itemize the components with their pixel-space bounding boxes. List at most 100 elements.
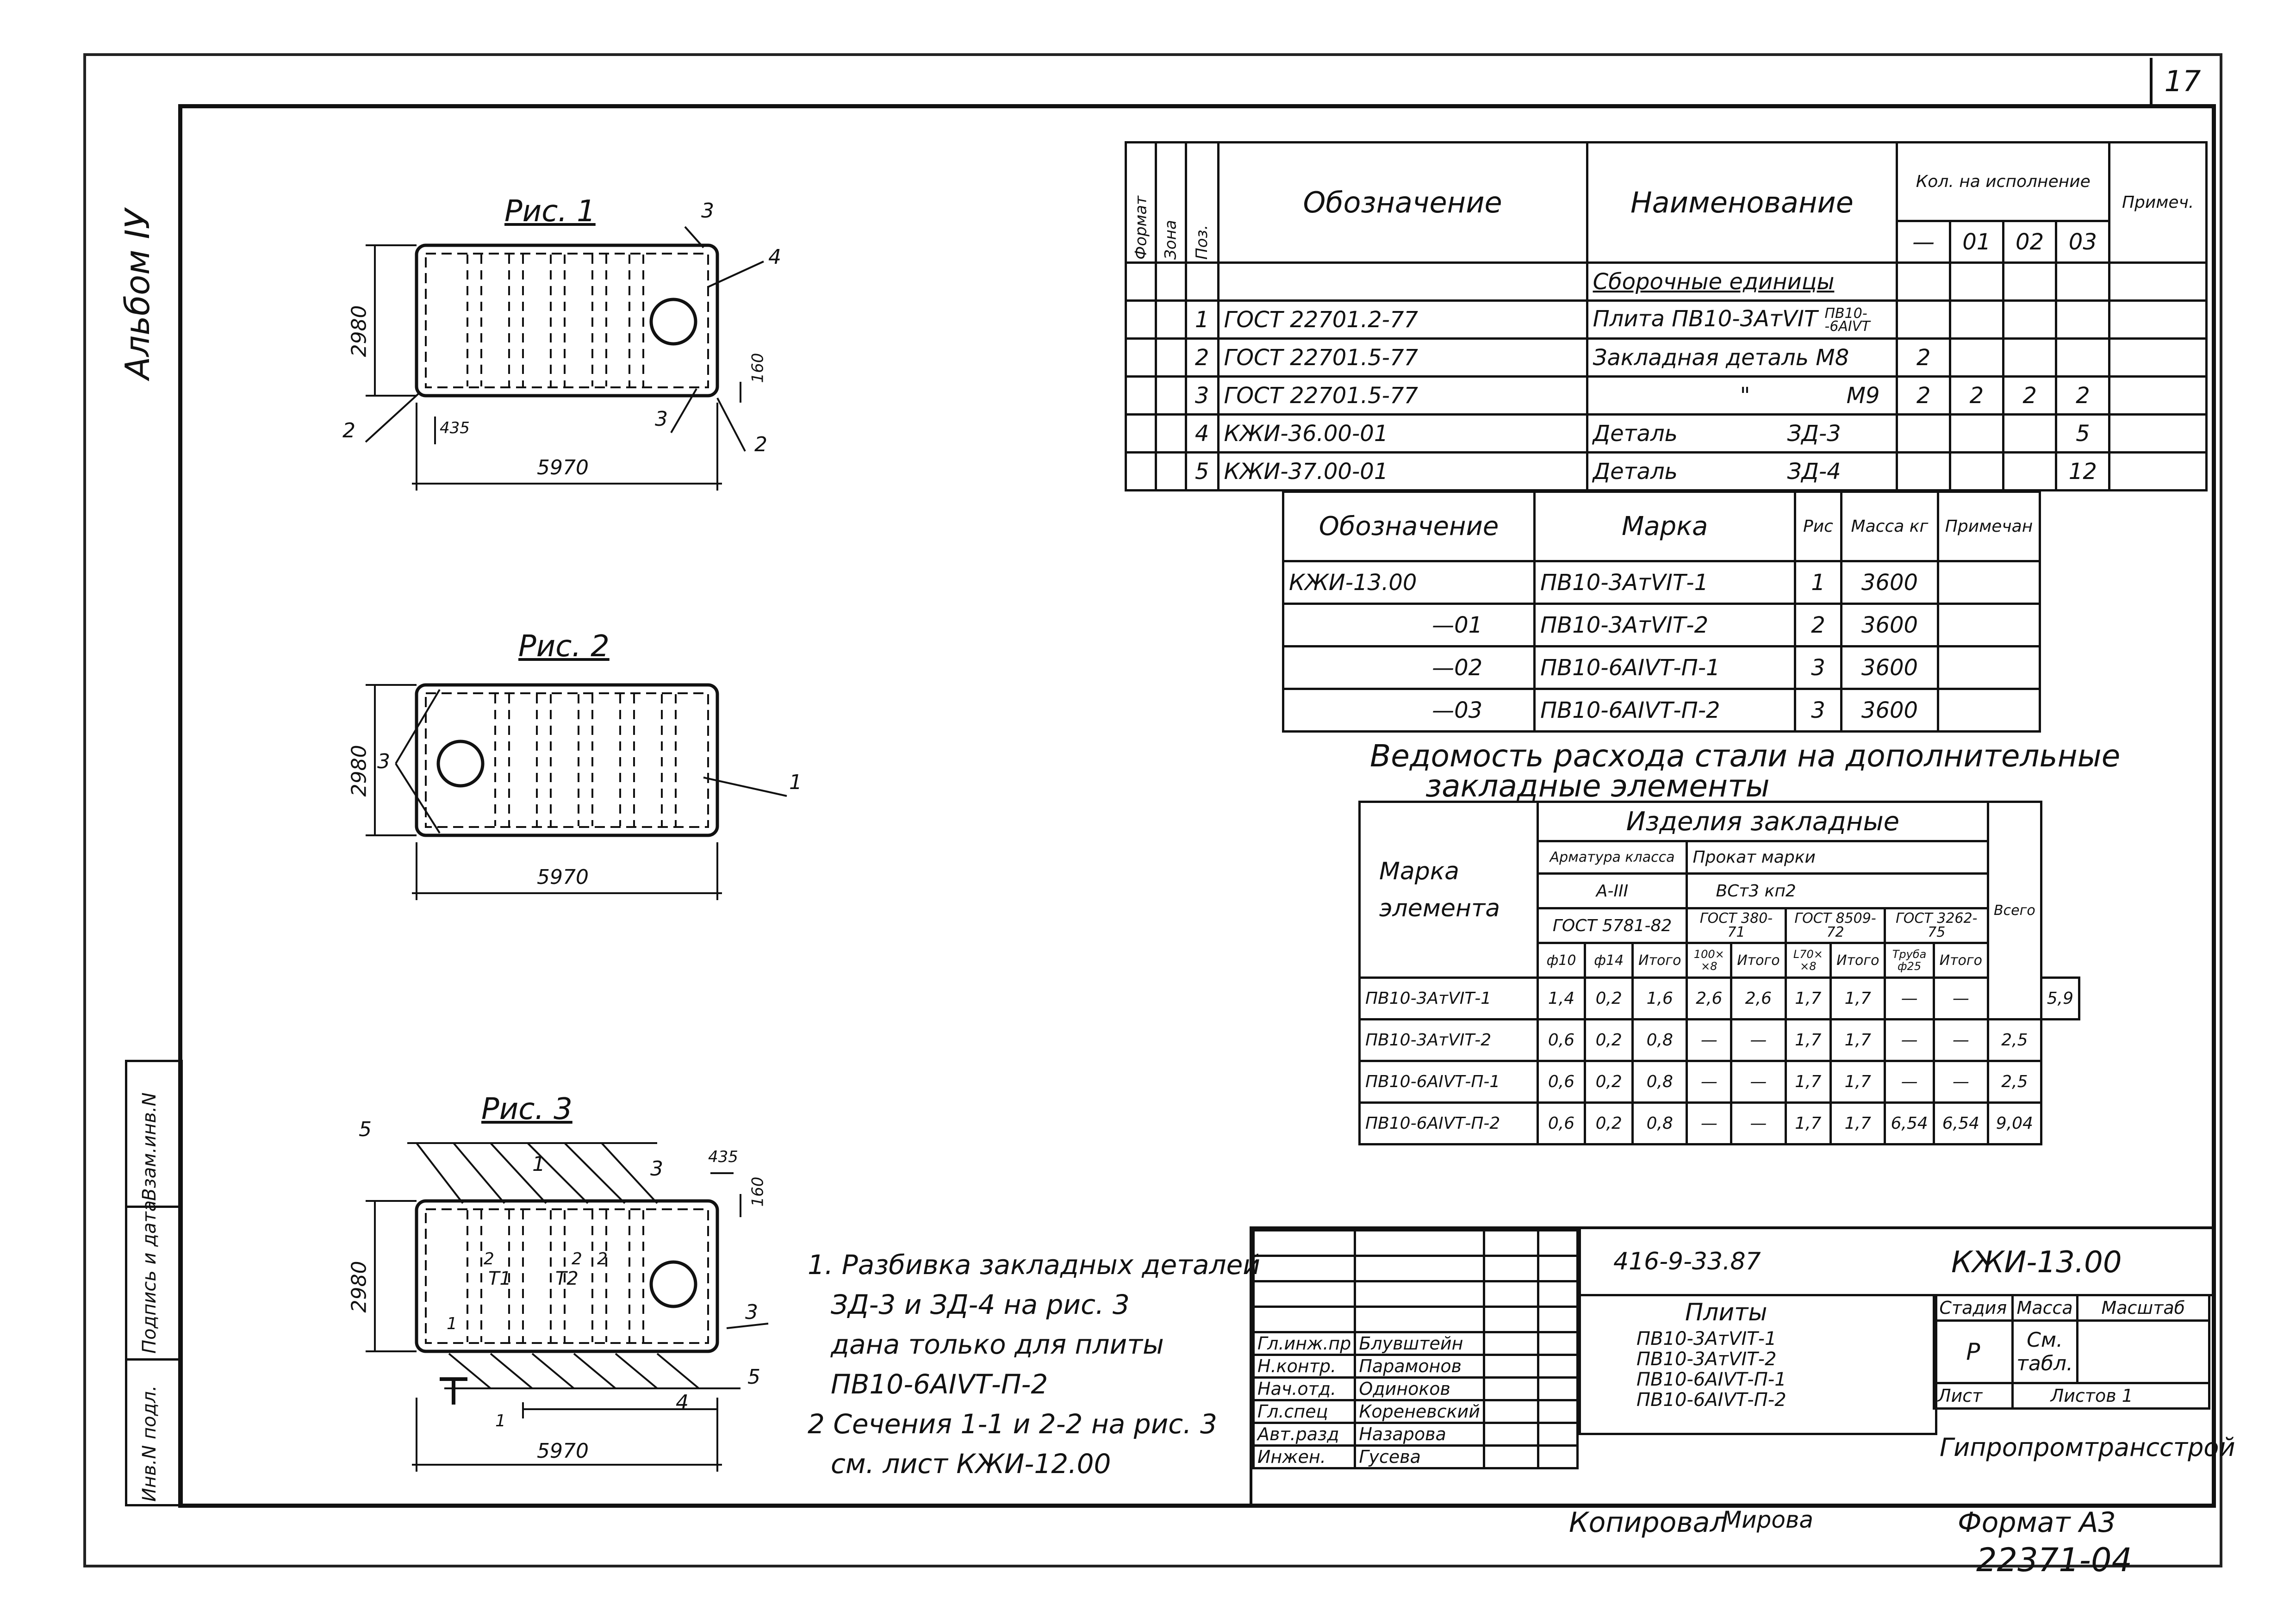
drawing-frame xyxy=(178,104,2216,1508)
fig1-dim-height-label: 2980 xyxy=(347,305,371,357)
notes: 1. Разбивка закладных деталей ЗД-3 и ЗД-… xyxy=(808,1249,1260,1480)
fig3-section-mark: 2 xyxy=(484,1250,494,1269)
sidebar-divider xyxy=(127,1206,178,1208)
fig1-edge-label: 160 xyxy=(748,353,767,383)
fig2-callout: 3 xyxy=(377,750,390,773)
outer-frame xyxy=(83,53,2222,1567)
fig1-callout: 3 xyxy=(701,199,714,223)
fig1-callout: 3 xyxy=(655,407,668,431)
fig3-t-mark: Т1 xyxy=(488,1268,511,1289)
spec-section-title: Сборочные единицы xyxy=(1586,261,1898,302)
doc-number: 22371-04 xyxy=(1976,1541,2133,1579)
spec-h-format: Формат xyxy=(1126,142,1156,263)
fig3-callout: 3 xyxy=(745,1300,758,1324)
fig1-slab-outline xyxy=(415,243,719,398)
spec-table: Формат Зона Поз. Обозначение Наименовани… xyxy=(1125,141,2208,491)
fig3-section-mark: 1 xyxy=(495,1412,506,1430)
spec-h-pos: Поз. xyxy=(1186,142,1219,263)
table-row: Нач.отд.Одиноков xyxy=(1252,1376,1579,1401)
fig2-dim-width-label: 5970 xyxy=(537,865,589,889)
spec-h-qty-col: 01 xyxy=(1948,220,2004,264)
fig1-callout: 4 xyxy=(768,245,781,269)
table-row: Инжен.Гусева xyxy=(1252,1444,1579,1469)
stamp-project: 416-9-33.87 xyxy=(1613,1248,1761,1275)
spec-h-note: Примеч. xyxy=(2108,141,2208,264)
fig3-t-mark: Т2 xyxy=(555,1268,579,1289)
mark-table: Обозначение Марка Рис Масса кг Примечан … xyxy=(1282,491,2041,733)
stamp-code: КЖИ-13.00 xyxy=(1951,1245,2122,1280)
steel-table-title-1: Ведомость расхода стали на дополнительны… xyxy=(1370,738,2121,774)
fig3-callout: 5 xyxy=(747,1365,760,1389)
fig3-offset-label: 435 xyxy=(708,1148,738,1166)
fig2-callout: 1 xyxy=(789,771,802,794)
fig2-slab-outline xyxy=(415,683,719,837)
fig3-section-mark: 2 xyxy=(597,1250,608,1269)
fig1-inner-outline xyxy=(425,253,709,388)
format-label: Формат А3 xyxy=(1958,1506,2116,1539)
copied-label: Копировал xyxy=(1569,1506,1728,1539)
fig1-offset-label: 435 xyxy=(440,419,470,437)
spec-h-zone: Зона xyxy=(1156,142,1186,263)
table-row: Н.контр.Парамонов xyxy=(1252,1354,1579,1379)
fig1-ribs xyxy=(467,255,644,386)
fig3-callout: 1 xyxy=(532,1152,545,1176)
fig3-ribs xyxy=(467,1210,644,1342)
fig3-section-mark: 1 xyxy=(447,1314,457,1333)
fig1-title: Рис. 1 xyxy=(504,194,596,229)
fig1-dim-width-label: 5970 xyxy=(537,456,589,479)
sheet-number: 17 xyxy=(2150,58,2213,107)
fig2-ribs xyxy=(494,694,677,826)
fig1-callout: 2 xyxy=(342,419,355,442)
spec-h-name: Наименование xyxy=(1586,141,1898,264)
fig3-opening xyxy=(649,1260,697,1308)
fig3-callout: 4 xyxy=(676,1391,689,1414)
fig1-callout: 2 xyxy=(754,433,767,456)
fig2-dim-height-label: 2980 xyxy=(347,745,371,797)
fig3-slab-outline xyxy=(415,1199,719,1353)
fig3-embedded-leaders xyxy=(407,1142,740,1418)
sidebar-divider xyxy=(127,1358,178,1361)
fig3-title: Рис. 3 xyxy=(481,1092,572,1126)
fig3-dim-width-label: 5970 xyxy=(537,1439,589,1463)
steel-table-title-2: закладные элементы xyxy=(1425,768,1770,804)
fig1-opening xyxy=(649,298,697,346)
spec-h-designation: Обозначение xyxy=(1217,141,1588,264)
fig3-callout: 3 xyxy=(650,1157,663,1181)
spec-h-qty-col: 02 xyxy=(2002,220,2058,264)
spec-h-qty-col: — xyxy=(1896,220,1951,264)
copied-signature: Мирова xyxy=(1722,1506,1814,1533)
fig2-title: Рис. 2 xyxy=(518,629,610,664)
steel-table: Марка элемента Изделия закладные Всего А… xyxy=(1358,801,2081,1145)
stamp-org: Гипропромтрансстрой xyxy=(1940,1433,2235,1462)
table-row: 1 ГОСТ 22701.2-77 Плита ПВ10-3АтVIТ ПВ10… xyxy=(1125,299,2208,340)
table-row: 2 ГОСТ 22701.5-77 Закладная деталь М8 2 xyxy=(1125,337,2208,378)
fig3-section-mark: 2 xyxy=(572,1250,582,1269)
stamp-title: Плиты xyxy=(1685,1299,1767,1326)
fig2-opening xyxy=(436,740,485,788)
fig3-callout: 5 xyxy=(359,1118,372,1141)
fig3-edge-label: 160 xyxy=(748,1176,767,1207)
sidebar-stamp: Инв.N подл. Подпись и дата Взам.инв.N xyxy=(125,1060,183,1506)
fig3-dim-height-label: 2980 xyxy=(347,1261,371,1313)
spec-h-qty: Кол. на исполнение xyxy=(1896,141,2111,222)
spec-h-qty-col: 03 xyxy=(2055,220,2111,264)
